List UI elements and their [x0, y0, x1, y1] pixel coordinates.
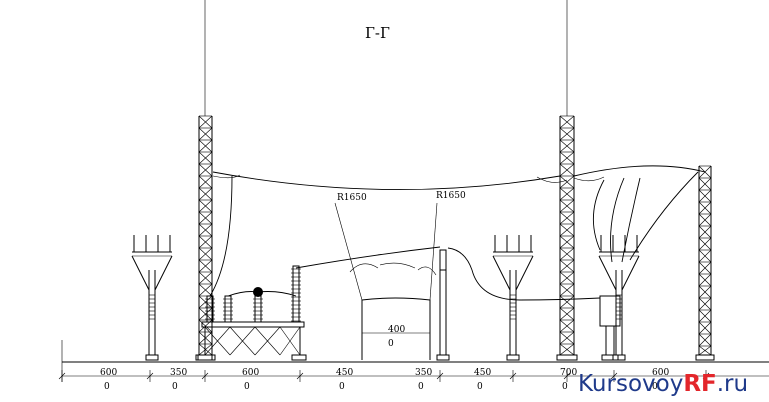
clearance-arcs: [334, 202, 438, 301]
dimension-label: 600: [100, 368, 117, 378]
dimension-sub: 0: [172, 382, 178, 392]
passage-gate: [361, 297, 431, 360]
lattice-tower-far-right: [695, 165, 715, 361]
support-post-left: [131, 235, 173, 361]
breaker-conductors: [227, 246, 601, 301]
downlead-conductors: [592, 171, 699, 263]
circuit-breaker-platform: [197, 321, 307, 361]
gate-width-label: 400: [388, 325, 405, 335]
dimension-sub: 0: [652, 382, 658, 392]
lattice-tower-right: [556, 115, 578, 361]
watermark-part-1: Kursovoy: [578, 371, 683, 397]
middle-insulator-post: [436, 249, 450, 361]
support-post-right: [598, 235, 640, 361]
watermark-logo: KursovoyRF.ru: [578, 371, 748, 397]
radius-label-left: R1650: [337, 193, 367, 203]
dimension-sub: 0: [477, 382, 483, 392]
dimension-ticks: [58, 370, 710, 382]
dimension-sub: 0: [562, 382, 568, 392]
support-post-middle: [492, 235, 534, 361]
dimension-sub: 0: [339, 382, 345, 392]
right-apparatus: [599, 295, 621, 361]
lattice-tower-left: [195, 115, 216, 361]
svg-text:KursovoyRF.ru: KursovoyRF.ru: [578, 371, 748, 397]
dimension-sub: 0: [104, 382, 110, 392]
dimension-label: 450: [336, 368, 353, 378]
overhead-busbar: [209, 165, 706, 297]
dimension-label: 700: [560, 368, 577, 378]
gate-width-sub: 0: [388, 339, 394, 349]
watermark-part-2: RF: [683, 371, 716, 397]
dimension-label: 450: [474, 368, 491, 378]
dimension-label: 600: [242, 368, 259, 378]
section-title: Г-Г: [365, 24, 390, 42]
dimension-sub: 0: [418, 382, 424, 392]
dimension-sub: 0: [244, 382, 250, 392]
radius-label-right: R1650: [436, 191, 466, 201]
dimension-label: 350: [415, 368, 432, 378]
watermark-part-3: .ru: [717, 371, 748, 397]
dimension-label: 350: [170, 368, 187, 378]
dimension-label: 600: [652, 368, 669, 378]
